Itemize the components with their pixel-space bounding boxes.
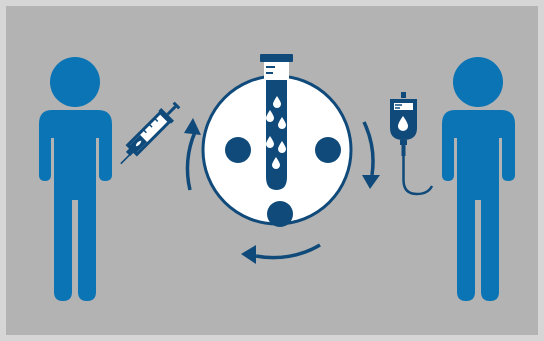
test-tube-icon <box>260 54 293 190</box>
rotor-slot <box>267 201 293 227</box>
rotor-slot <box>315 137 341 163</box>
rotor-slot <box>225 137 251 163</box>
